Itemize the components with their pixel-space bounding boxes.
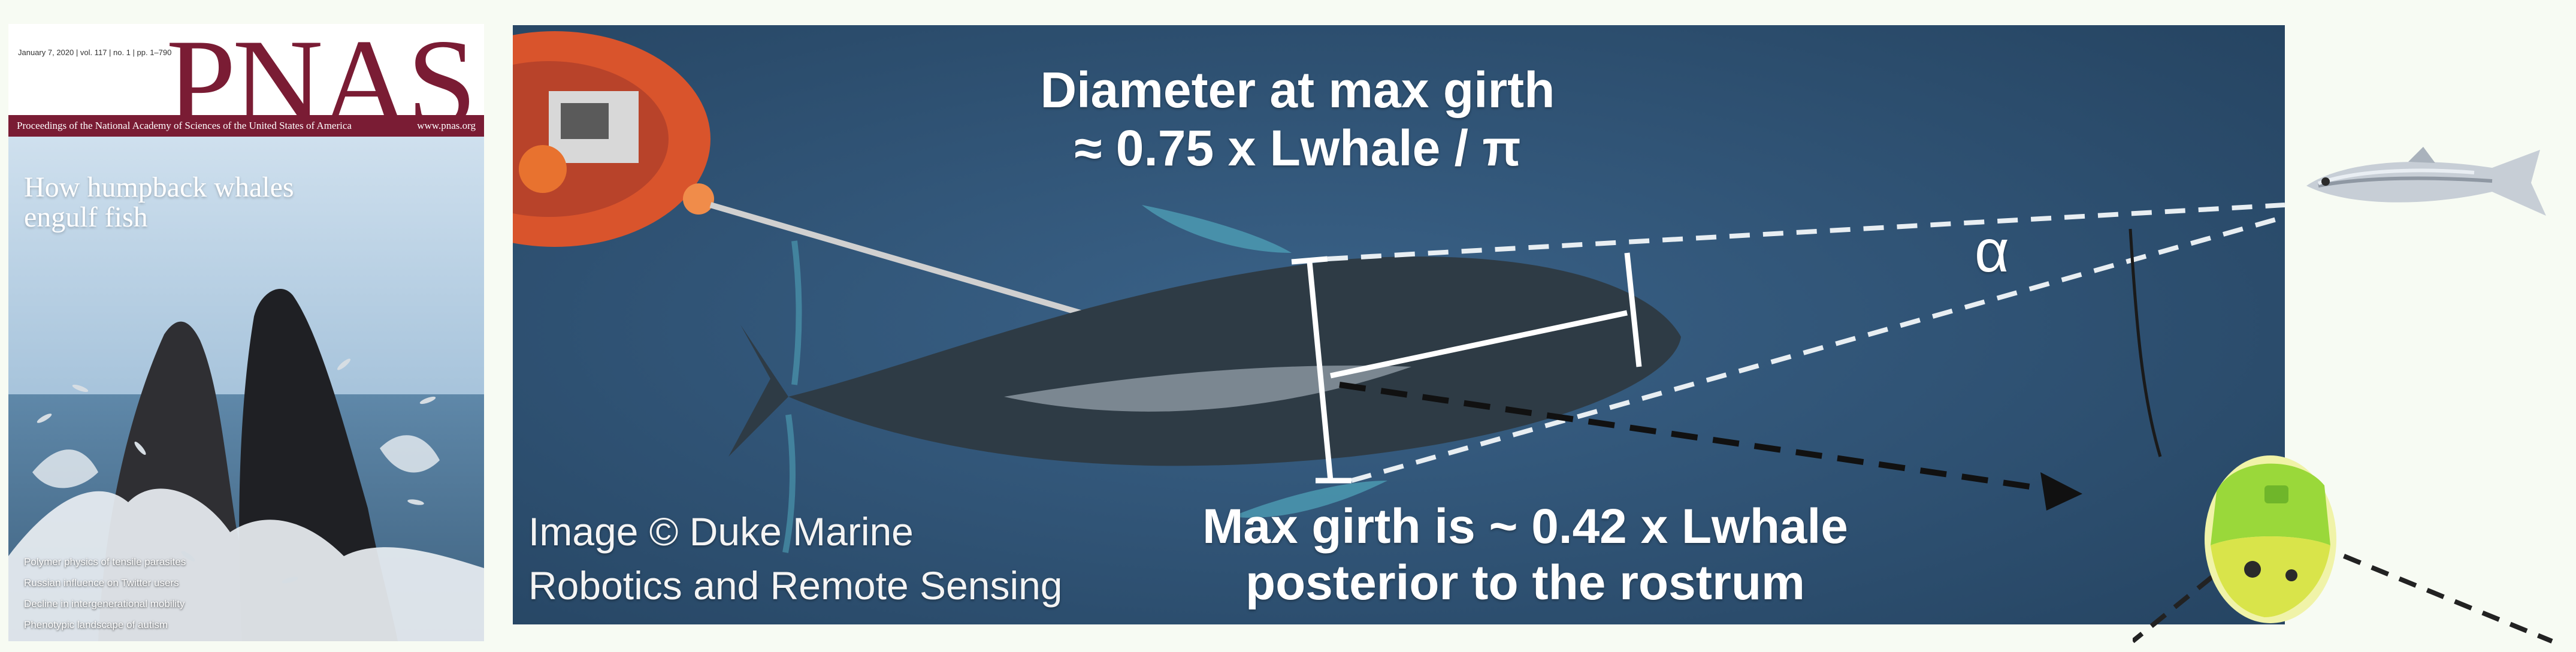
article-item: Russian influence on Twitter users: [24, 577, 179, 588]
measurement-lines: [1291, 252, 1642, 484]
cover-fish-group: [37, 358, 436, 584]
aerial-scene: [513, 25, 2285, 624]
anchovy-fish-illustration: [2306, 147, 2546, 216]
article-item: Decline in intergenerational mobility: [24, 598, 185, 609]
camera-tag-illustration: [2133, 455, 2553, 644]
cover-headline: How humpback whales engulf fish: [24, 171, 395, 234]
camera-dashed-lines: [2133, 531, 2553, 644]
camera-cable: [2128, 228, 2162, 457]
aerial-whale-photo: Diameter at max girth ≈ 0.75 x Lwhale / …: [513, 25, 2285, 624]
credit-line-1: Image © Duke Marine: [528, 509, 914, 554]
cover-splash: [8, 488, 484, 641]
alpha-angle-label: α: [1975, 218, 2009, 285]
photo-credit: Image © Duke Marine Robotics and Remote …: [528, 505, 1187, 612]
issue-metadata: January 7, 2020 | vol. 117 | no. 1 | pp.…: [18, 48, 172, 57]
journal-band: Proceedings of the National Academy of S…: [8, 115, 484, 137]
cover-sky: [8, 137, 484, 400]
article-item: Phenotypic landscape of autism: [24, 619, 168, 630]
camera-arrow-head: [2040, 472, 2082, 511]
journal-cover: January 7, 2020 | vol. 117 | no. 1 | pp.…: [8, 24, 484, 641]
cover-spray: [32, 435, 440, 488]
girth-line-2: posterior to the rostrum: [1245, 556, 1805, 611]
journal-url: www.pnas.org: [417, 120, 476, 131]
diameter-line-2: ≈ 0.75 x Lwhale / π: [1074, 119, 1521, 176]
journal-subtitle: Proceedings of the National Academy of S…: [17, 120, 352, 131]
girth-annotation: Max girth is ~ 0.42 x Lwhale posterior t…: [1148, 499, 1903, 612]
whale-body: [728, 205, 1681, 553]
headline-line-2: engulf fish: [24, 201, 148, 234]
cover-photo: [8, 137, 484, 641]
article-item: Polymer physics of tensile parasites: [24, 556, 186, 568]
credit-line-2: Robotics and Remote Sensing: [528, 563, 1063, 608]
headline-line-1: How humpback whales: [24, 171, 294, 203]
diameter-line-1: Diameter at max girth: [1040, 62, 1555, 118]
sightlines: [1327, 203, 2285, 483]
cover-article-list: Polymer physics of tensile parasites Rus…: [24, 551, 323, 635]
research-boat: [513, 31, 714, 247]
diameter-annotation: Diameter at max girth ≈ 0.75 x Lwhale / …: [968, 61, 1627, 177]
girth-line-1: Max girth is ~ 0.42 x Lwhale: [1202, 499, 1848, 554]
